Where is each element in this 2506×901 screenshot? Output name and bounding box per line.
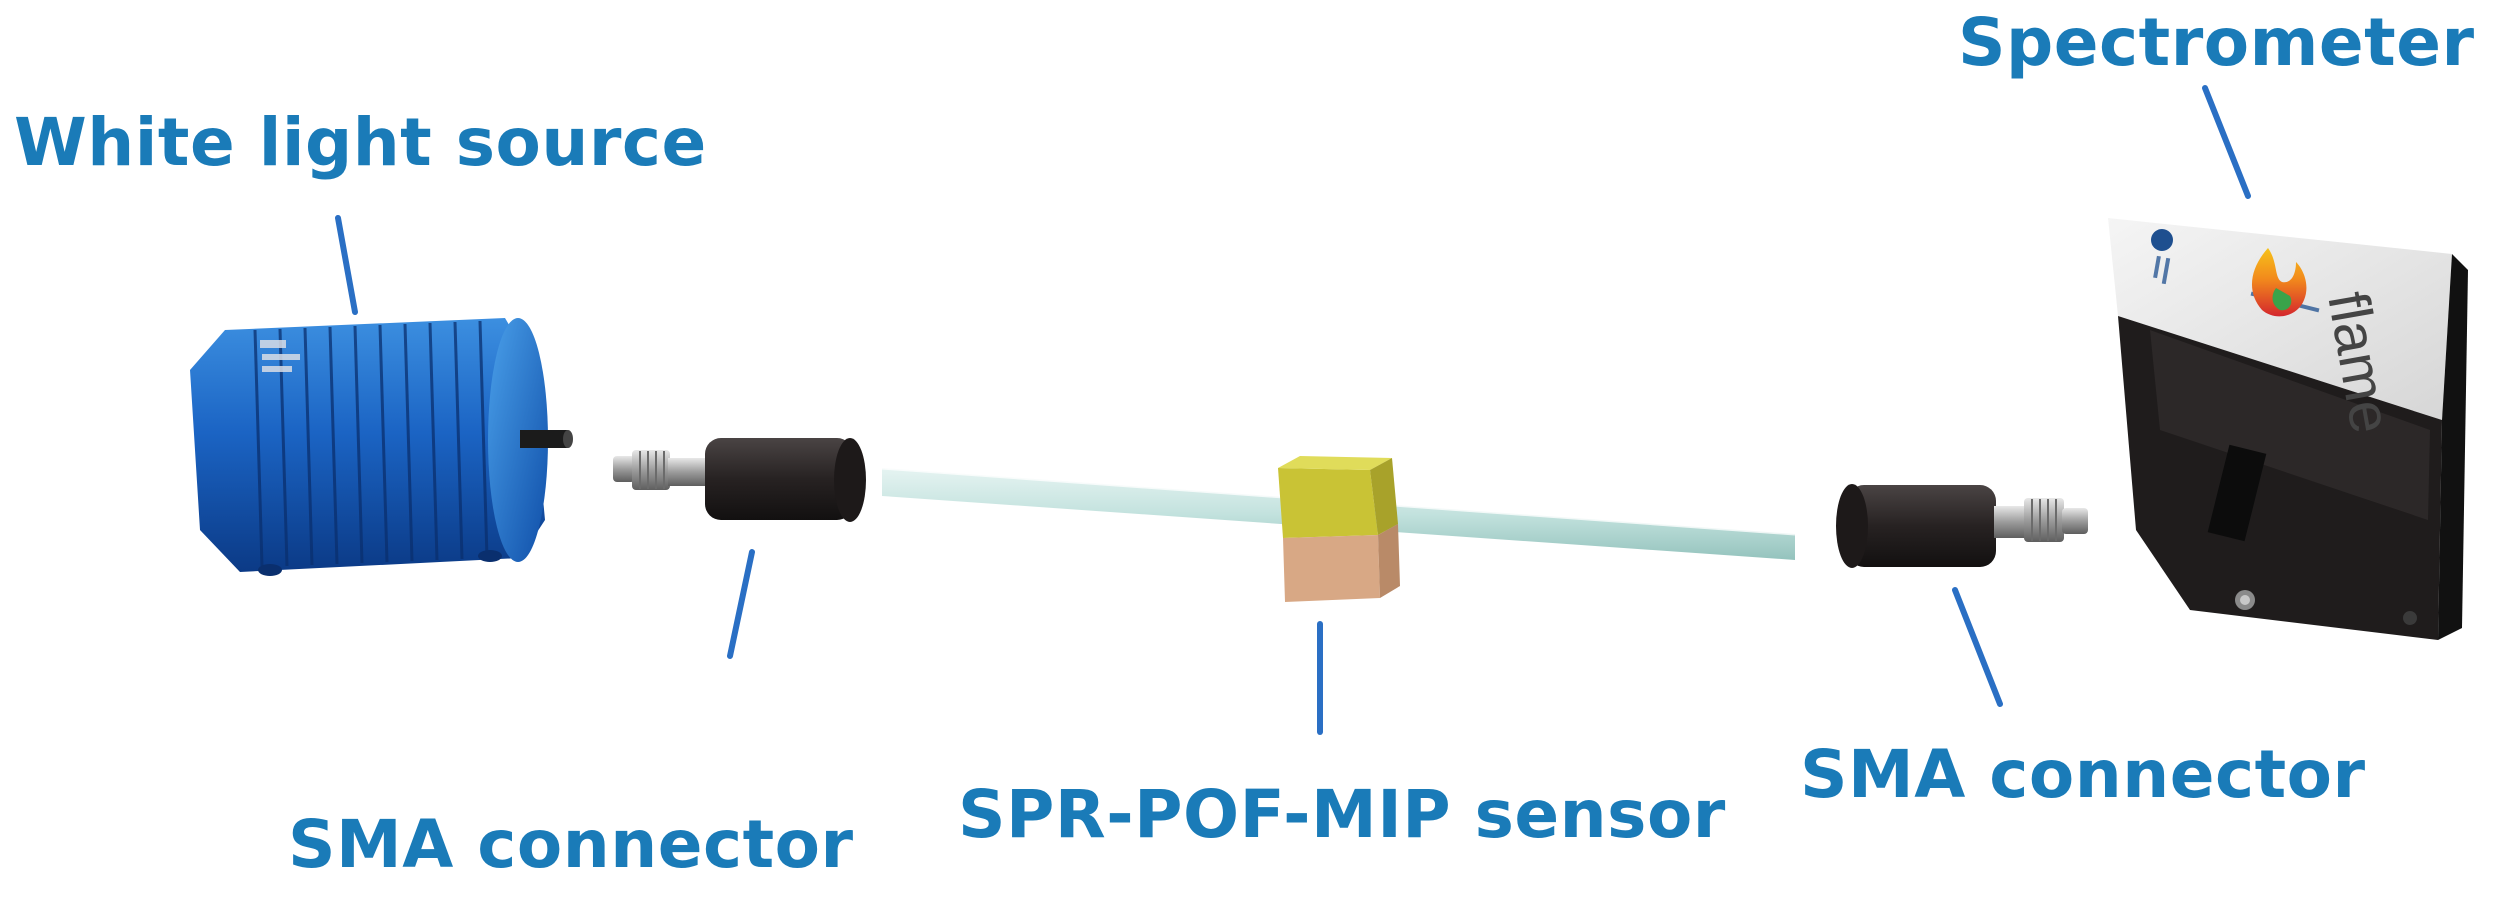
flame-spectrometer: flame [2108,218,2468,640]
leader-line-sma-left [727,549,755,659]
sma-connector-right-device [1836,484,2088,568]
label-sma-connector-right: SMA connector [1800,736,2366,813]
spr-sensor-block [1278,456,1400,602]
leader-lines [335,85,2251,735]
label-sma-connector-left: SMA connector [288,806,854,883]
white-light-source-device [190,318,573,576]
leader-line-sma-right [1952,587,2003,707]
label-spectrometer: Spectrometer [1958,4,2475,81]
leader-line-light-source [335,215,358,315]
label-sensor: SPR-POF-MIP sensor [958,776,1726,853]
leader-line-spectrometer [2202,85,2251,199]
sma-connector-left-device [613,438,866,522]
label-white-light-source: White light source [14,104,707,181]
